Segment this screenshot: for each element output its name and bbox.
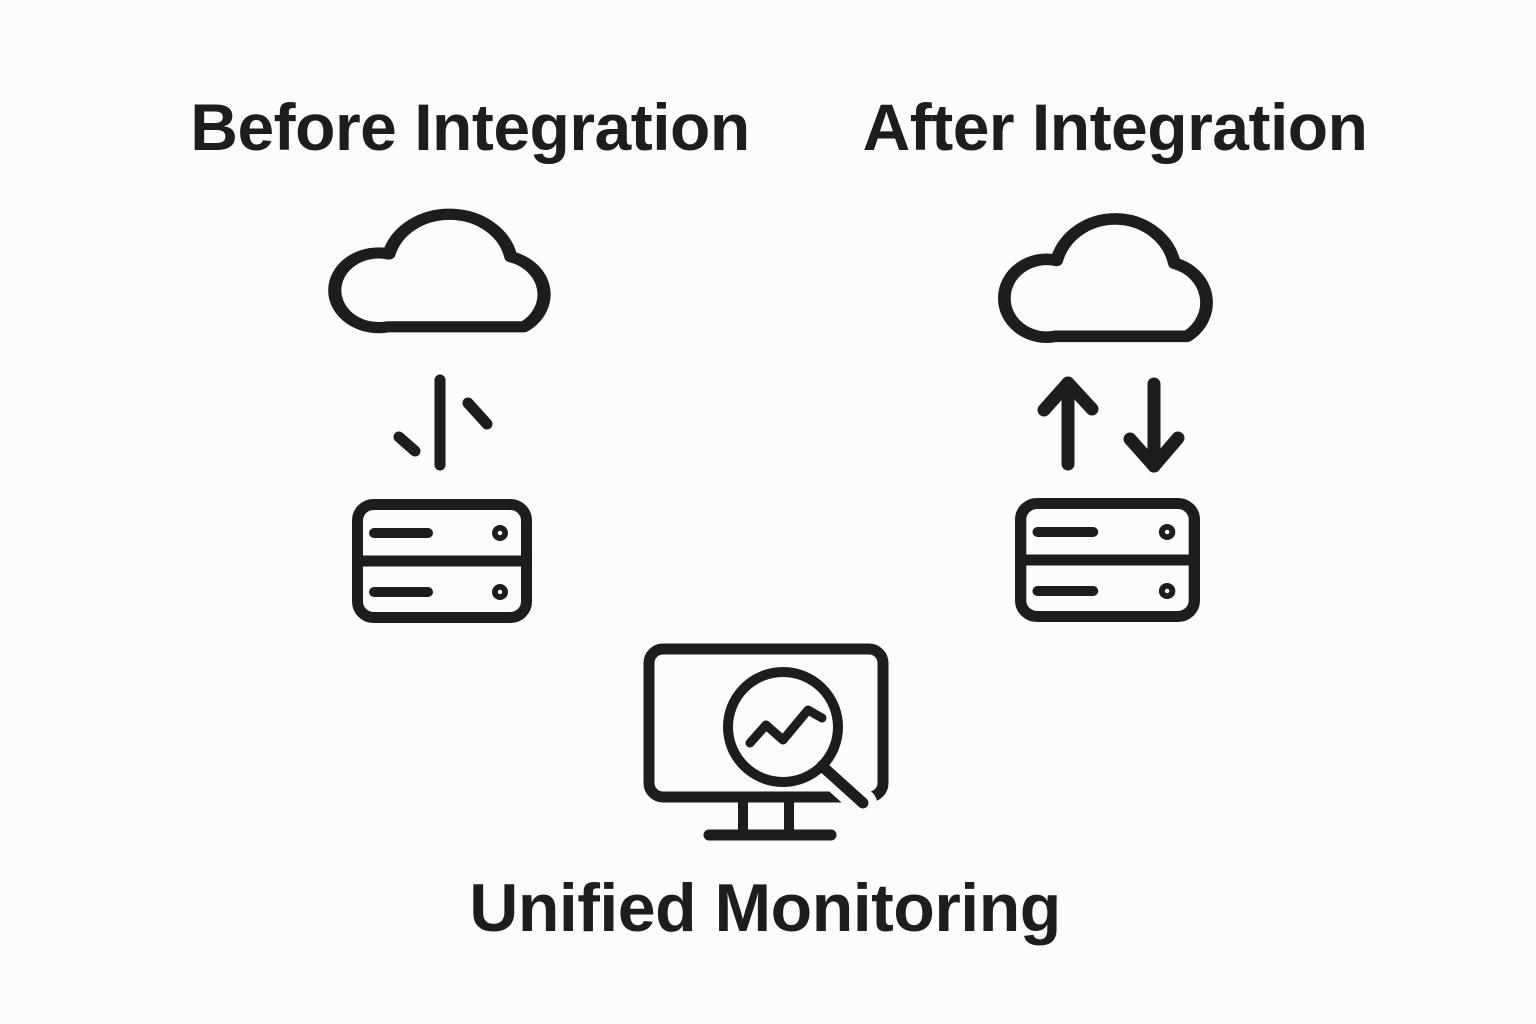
after-integration-title: After Integration bbox=[862, 90, 1368, 164]
broken-link-dash-upper bbox=[462, 397, 493, 430]
cloud-outline bbox=[997, 213, 1213, 343]
up-arrow-icon bbox=[1037, 376, 1099, 471]
monitor-analytics-icon bbox=[643, 643, 889, 841]
cloud-outline bbox=[328, 208, 551, 334]
server-icon bbox=[1015, 498, 1200, 622]
before-integration-title: Before Integration bbox=[190, 90, 750, 164]
broken-link-dash-lower bbox=[393, 431, 421, 457]
server-icon bbox=[352, 499, 532, 623]
cloud-icon bbox=[997, 213, 1213, 343]
sync-arrows-icon bbox=[1037, 376, 1185, 473]
cloud-icon bbox=[328, 208, 551, 334]
line-chart-icon bbox=[745, 705, 827, 748]
magnifier-icon bbox=[723, 667, 843, 787]
down-arrow-icon bbox=[1123, 377, 1185, 473]
monitor-screen bbox=[643, 643, 889, 803]
unified-monitoring-title: Unified Monitoring bbox=[469, 870, 1061, 946]
broken-connection-icon bbox=[393, 374, 493, 471]
magnifier-handle bbox=[816, 760, 869, 809]
